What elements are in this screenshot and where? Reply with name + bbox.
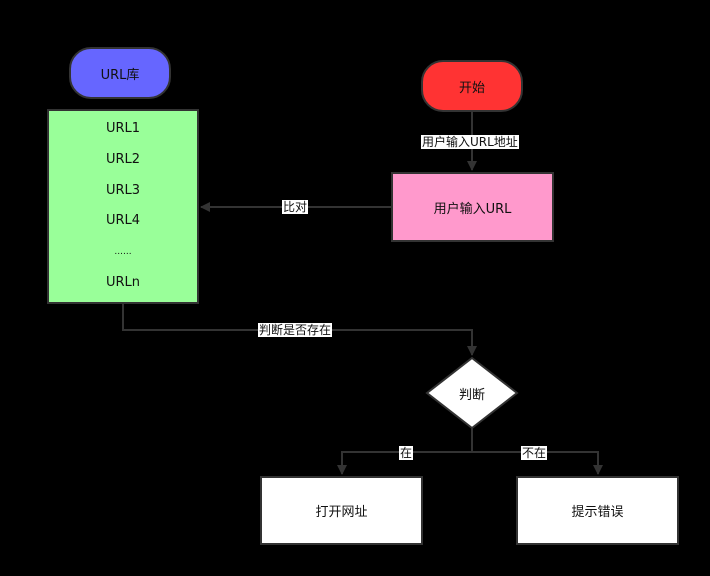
edge-label-input-to-list: 比对 [282, 200, 309, 214]
user-input-node: 用户输入URL [391, 172, 554, 242]
show-error-label: 提示错误 [571, 505, 624, 520]
open-site-node: 打开网址 [260, 476, 423, 545]
url-library-label: URL库 [100, 67, 140, 83]
url-list-node: URL1 URL2 URL3 URL4 ...... URLn [47, 109, 199, 304]
edge-label-start-to-input: 用户输入URL地址 [421, 135, 519, 149]
edge-label-no: 不在 [521, 446, 548, 460]
show-error-node: 提示错误 [516, 476, 679, 545]
url-list-item: URL1 [105, 121, 141, 136]
url-list-item: URL3 [105, 182, 141, 198]
decision-label: 判断 [458, 387, 485, 403]
start-label: 开始 [458, 80, 485, 96]
url-library-node: URL库 [69, 47, 171, 99]
url-list-item: URL2 [105, 151, 141, 167]
edge-decision-to-error [472, 451, 603, 475]
edge-label-yes: 在 [399, 446, 414, 460]
start-node: 开始 [421, 60, 523, 112]
url-list-item: ...... [114, 247, 132, 258]
user-input-label: 用户输入URL [433, 201, 512, 217]
open-site-label: 打开网址 [315, 505, 368, 520]
url-list-item: URLn [105, 275, 141, 291]
url-list-item: URL4 [105, 213, 141, 229]
edge-label-list-to-decision: 判断是否存在 [258, 323, 333, 337]
